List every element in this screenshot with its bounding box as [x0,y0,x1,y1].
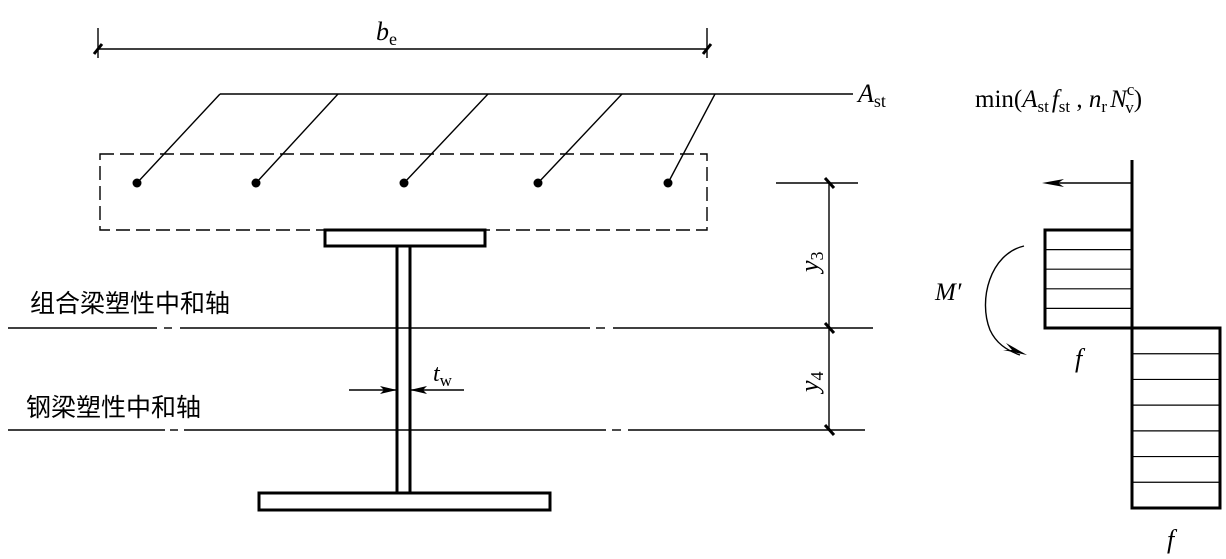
compression-stress-block [1043,228,1134,330]
effective-width-label: be [376,17,397,49]
rebar-leader-diagonal [537,93,623,184]
composite-neutral-axis-label: 组合梁塑性中和轴 [30,289,230,318]
compression-hatch [1045,249,1132,309]
steel-i-beam [257,228,552,512]
arrow-left-icon [410,386,427,394]
effective-width-dimension: be [92,17,713,58]
rebar-leader: Ast [220,79,886,111]
rebar-dot [251,178,261,188]
steel-neutral-axis-label: 钢梁塑性中和轴 [26,393,201,422]
rebar-area-label: Ast [856,79,886,111]
rebar-dot [663,178,673,188]
dimension-tick-left [92,43,104,55]
rebar-dot [132,178,142,188]
bottom-flange [257,491,552,512]
dimension-tick [823,176,836,190]
y4-label: y4 [795,371,827,395]
dimension-tick [823,321,836,335]
rebar-leader-diagonal [136,93,221,184]
compression-stress-label: f [1075,344,1086,373]
rebar-dot [533,178,543,188]
concrete-slab [99,153,708,231]
dimension-tick-right [701,43,713,55]
moment-label: M′ [934,279,962,306]
rebar-group [132,93,716,188]
dimension-tick [823,423,836,437]
tension-stress-block [1130,326,1222,510]
rebar-leader-diagonal [403,93,489,184]
rebar-leader-diagonal [255,93,339,184]
moment-arrowhead-icon [1003,343,1027,355]
web-thickness-label: tw [433,361,453,390]
moment-arc [984,245,1025,356]
rebar-dot [399,178,409,188]
vertical-dimensions: y3 y4 [776,176,858,437]
composite-neutral-axis: 组合梁塑性中和轴 [8,289,873,329]
arrow-right-icon [380,386,397,394]
rebar-leader-diagonal [667,93,716,184]
y3-label: y3 [795,251,827,275]
tension-stress-label: f [1167,525,1178,554]
arrow-left-icon [1042,179,1064,187]
tension-hatch [1132,353,1220,483]
web-thickness-dimension: tw [349,361,464,394]
top-flange [323,228,487,248]
steel-neutral-axis: 钢梁塑性中和轴 [8,393,865,431]
